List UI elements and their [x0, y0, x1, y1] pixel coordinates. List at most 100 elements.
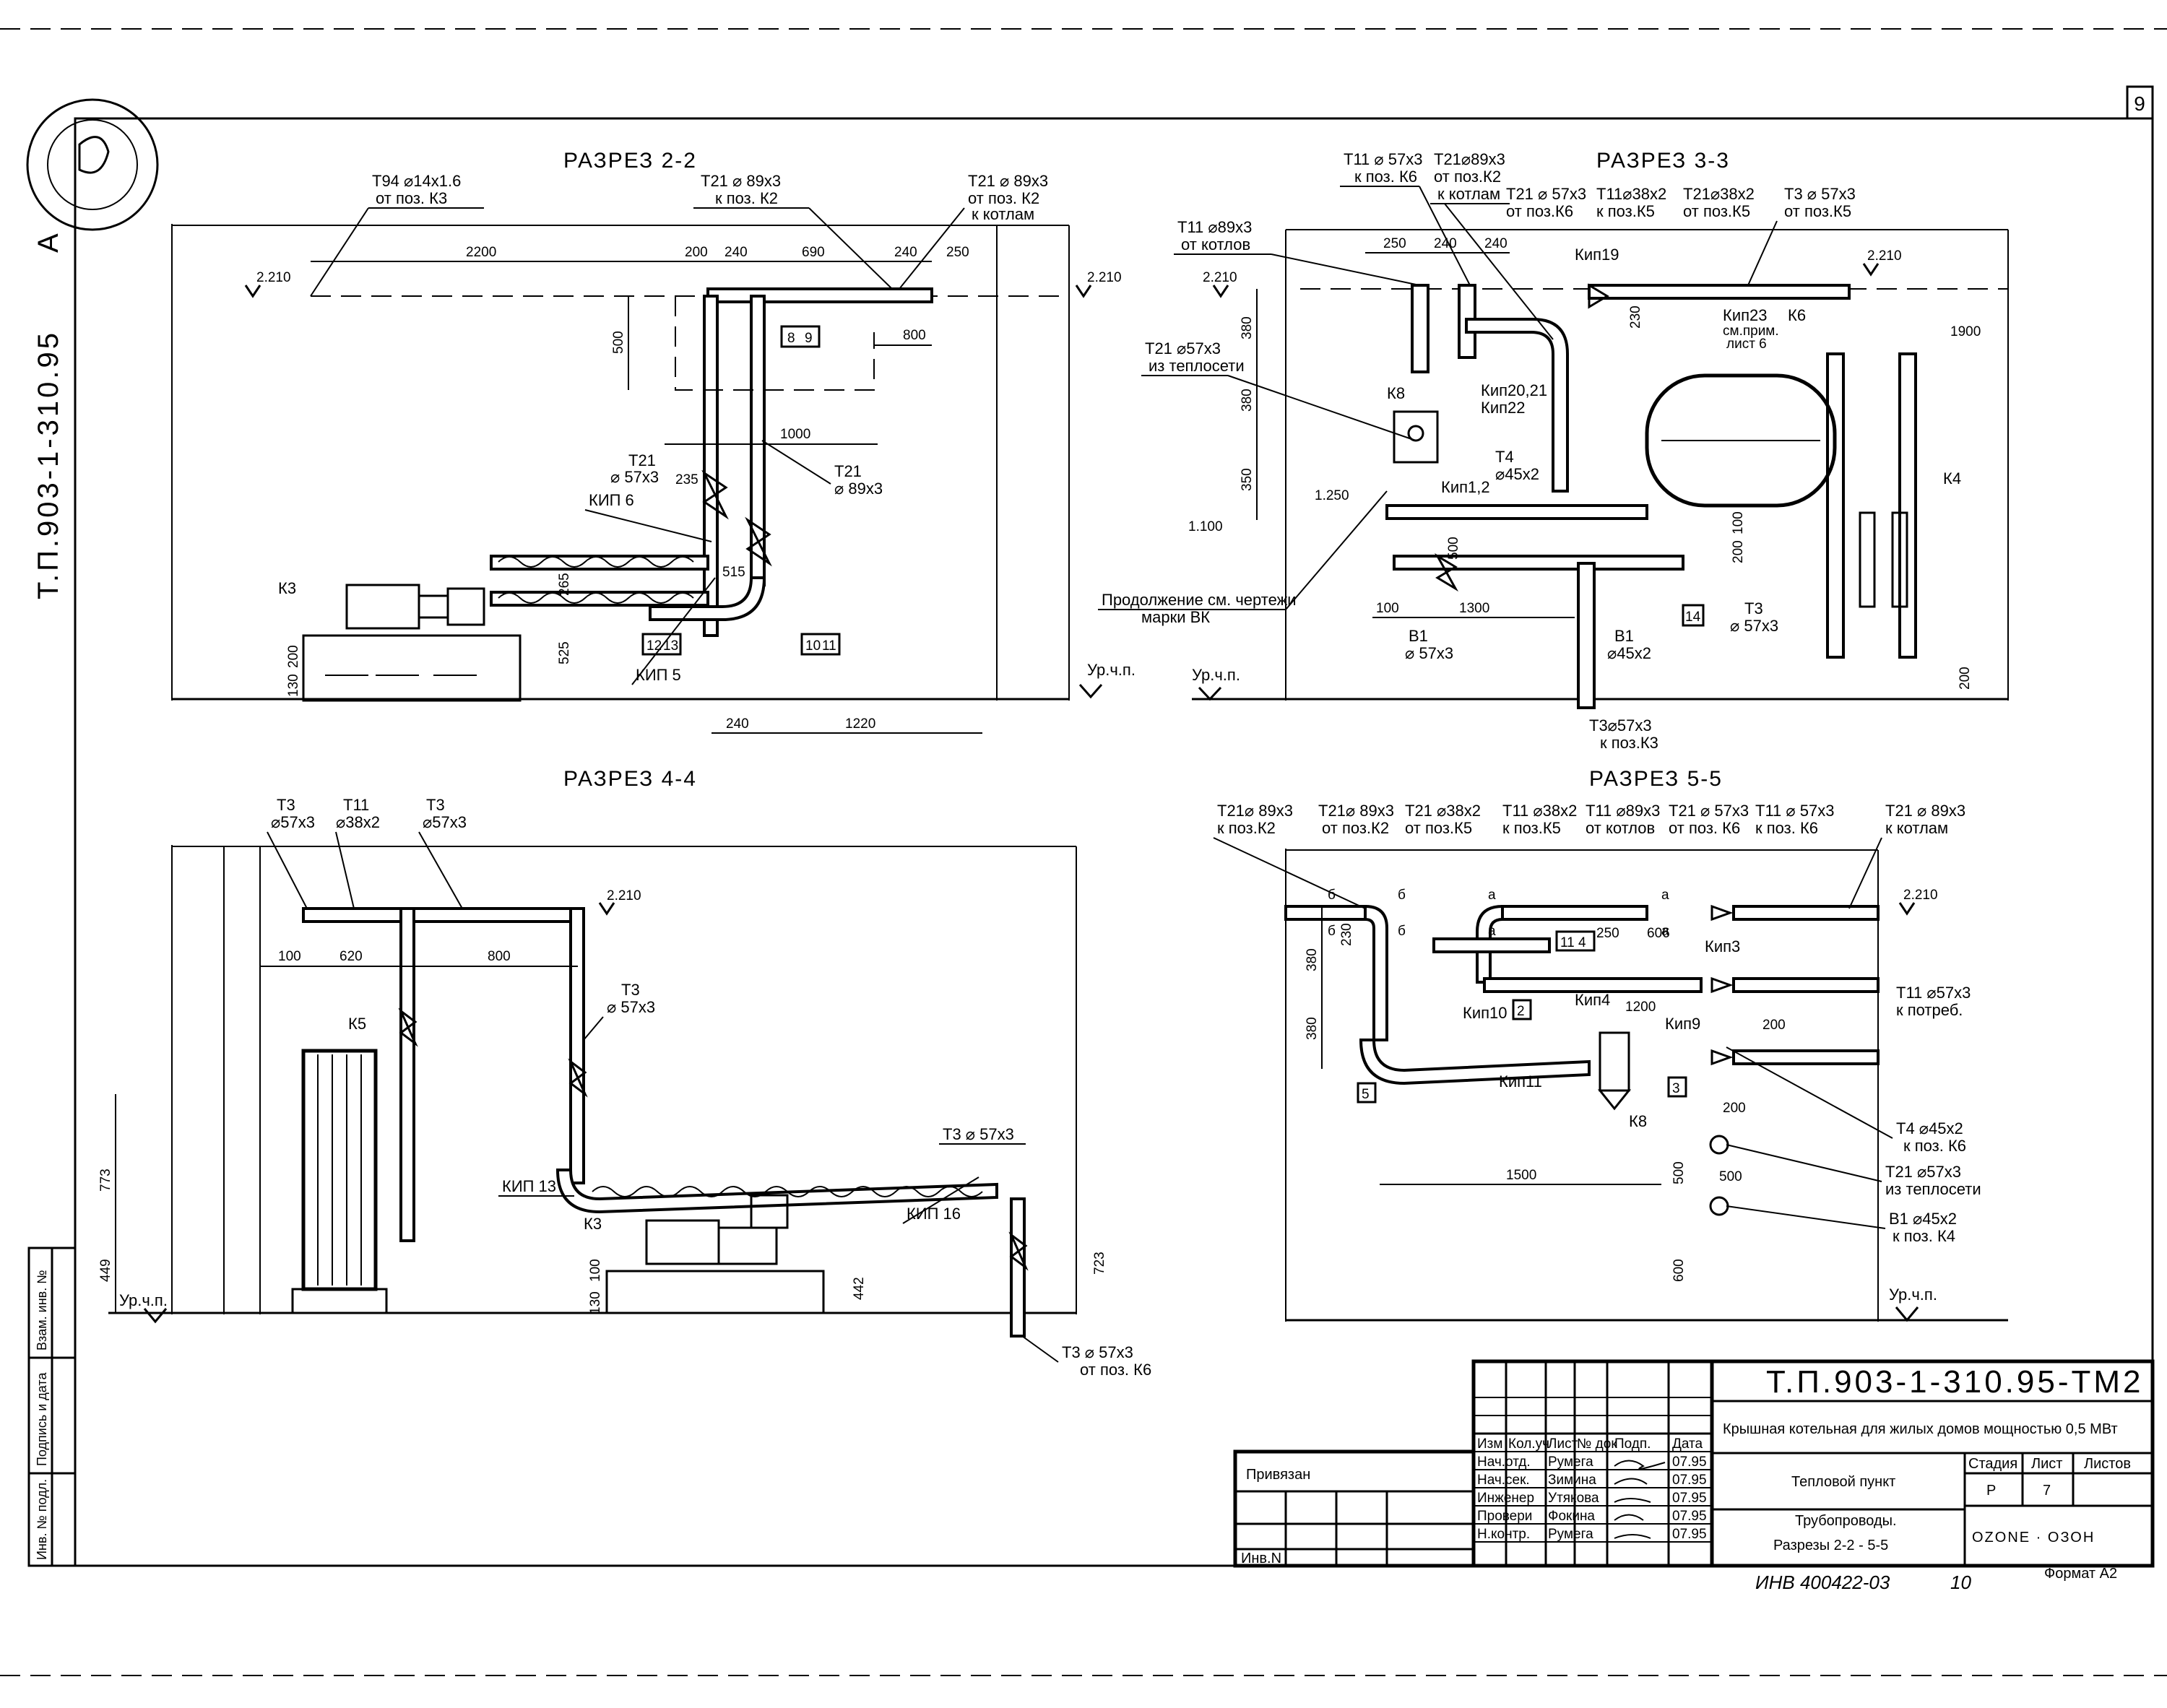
s55-dim-380a: 380	[1305, 948, 1320, 971]
tb-col-kolvo: Кол.уч	[1508, 1436, 1549, 1452]
s55-label-from-network: из теплосети	[1885, 1180, 1981, 1198]
s55-dim-230: 230	[1339, 923, 1354, 946]
s44-label-t3-d: Т3 ⌀ 57х3	[943, 1125, 1014, 1143]
s55-dim-1500: 1500	[1506, 1168, 1536, 1183]
s33-label-kip23: Кип23	[1723, 306, 1768, 324]
s55-pipe-section-a	[1709, 1135, 1729, 1155]
s22-floor-level: Ур.ч.п.	[1087, 661, 1136, 679]
s33-level-1100: 1.100	[1188, 519, 1223, 534]
s55-label-from-k5: от поз.К5	[1405, 819, 1472, 837]
s44-label-38x2: ⌀38х2	[336, 813, 380, 831]
s44-label-57x3-c: ⌀ 57х3	[607, 998, 655, 1016]
s55-tag-11: 11	[1560, 935, 1575, 950]
inventory-page: 10	[1950, 1572, 1971, 1593]
s44-label-t3-c: Т3	[621, 981, 640, 999]
s55-mark-b1: б	[1328, 888, 1336, 903]
s22-label-t94: Т94 ⌀14х1.6	[372, 172, 461, 190]
s33-tag-14-text: 14	[1685, 610, 1701, 625]
s22-dim-250: 250	[946, 245, 969, 260]
s33-label-sheet6: лист 6	[1726, 337, 1767, 352]
s44-label-t3-a: Т3	[277, 796, 295, 814]
s33-level-1250: 1.250	[1315, 488, 1349, 503]
s33-label-k8: К8	[1387, 384, 1405, 402]
s22-tag-9: 9	[805, 331, 813, 346]
tb-drawing-line1: Трубопроводы.	[1795, 1513, 1897, 1529]
tb-col-sign: Подп.	[1614, 1436, 1651, 1452]
section-2-2: РАЗРЕЗ 2-2 2.210 2.210 2200 200 240 690 …	[171, 149, 1136, 734]
s22-dim-240b: 240	[894, 245, 917, 260]
s33-dim-100: 100	[1376, 601, 1399, 616]
section-4-4: РАЗРЕЗ 4-4	[98, 767, 1151, 1379]
s55-label-to-k2: к поз.К2	[1217, 819, 1276, 837]
s33-label-to-k6: к поз. К6	[1354, 168, 1417, 186]
s33-label-v1-a: В1	[1409, 627, 1428, 645]
paper-format: Формат А2	[2044, 1566, 2117, 1582]
sheet-number-box	[2126, 85, 2154, 120]
s33-dim-250: 250	[1383, 236, 1406, 251]
tb-signatures	[1614, 1460, 1666, 1539]
s33-label-continuation: Продолжение см. чертежи	[1102, 591, 1297, 609]
s44-dim-723: 723	[1092, 1252, 1107, 1275]
s55-tag-2-box	[1512, 999, 1532, 1020]
tb-project-name: Крышная котельная для жилых домов мощнос…	[1723, 1421, 2118, 1437]
tb-stage-value: Р	[1986, 1483, 1996, 1499]
s22-dim-515: 515	[722, 565, 745, 580]
s55-label-t21-57-b: Т21 ⌀57х3	[1885, 1163, 1961, 1181]
s22-label-from-k2: от поз. К2	[968, 189, 1039, 207]
s55-unit-k8	[1597, 1031, 1632, 1111]
s33-dim-380b: 380	[1240, 389, 1255, 412]
s33-label-see-note: см.прим.	[1723, 324, 1779, 339]
s22-dim-690: 690	[802, 245, 825, 260]
s55-label-kip11: Кип11	[1499, 1072, 1542, 1091]
tb-row-role: Нач.отд.	[1477, 1455, 1531, 1470]
s44-floor-level: Ур.ч.п.	[119, 1291, 168, 1309]
s55-dim-380b: 380	[1305, 1017, 1320, 1040]
tb-bound-label: Привязан	[1246, 1467, 1310, 1483]
s55-floor-level: Ур.ч.п.	[1889, 1286, 1937, 1304]
s33-dim-240: 240	[1434, 236, 1457, 251]
tb-row-name: Румега	[1548, 1527, 1593, 1542]
s33-dim-500: 500	[1446, 537, 1461, 560]
s55-label-k8: К8	[1629, 1112, 1647, 1130]
s33-label-from-k2: от поз.К2	[1434, 168, 1501, 186]
s22-dim-1220: 1220	[845, 716, 875, 732]
s55-mark-a3: а	[1661, 888, 1669, 903]
s55-label-t21-57: Т21 ⌀ 57х3	[1669, 802, 1749, 820]
s55-dim-1200: 1200	[1625, 1000, 1656, 1015]
section-5-5: РАЗРЕЗ 5-5 Т21⌀ 89х3 к поз.К2 Т21⌀ 89х3	[1213, 767, 2008, 1322]
strip-sign-label: Подпись и дата	[35, 1372, 49, 1466]
s33-label-kip12: Кип1,2	[1441, 478, 1490, 496]
s55-label-from-boilers: от котлов	[1586, 819, 1655, 837]
s33-label-t21-57b: Т21 ⌀57х3	[1145, 339, 1221, 357]
tb-row-name: Фокина	[1548, 1509, 1595, 1524]
s33-tank-k6	[1645, 373, 1837, 508]
s33-label-from-boilers: от котлов	[1181, 235, 1250, 253]
s55-mark-b3: б	[1398, 888, 1406, 903]
s22-dim-240: 240	[725, 245, 748, 260]
s22-label-t21-c: Т21	[628, 451, 656, 469]
tb-row-role: Инженер	[1477, 1491, 1534, 1506]
s33-label-t4: Т4	[1495, 448, 1514, 466]
side-document-code: Т.П.903-1-310.95	[33, 330, 64, 599]
s33-label-t21-89: Т21⌀89х3	[1434, 150, 1505, 168]
tb-col-list: Лист	[1548, 1436, 1578, 1452]
s55-label-t21-89-b: Т21⌀ 89х3	[1318, 802, 1394, 820]
s55-label-kip9: Кип9	[1665, 1015, 1700, 1033]
s33-label-from-k5: от поз.К5	[1683, 202, 1750, 220]
s22-label-t21-d: Т21	[834, 462, 862, 480]
s22-tag-13: 13	[663, 638, 678, 654]
s33-dim-1300: 1300	[1459, 601, 1489, 616]
s22-dim-265: 265	[557, 573, 572, 596]
s33-label-from-k6: от поз.К6	[1506, 202, 1573, 220]
s22-label-from-k3: от поз. К3	[376, 189, 447, 207]
tb-row-name: Утякова	[1548, 1491, 1599, 1506]
s44-dim-100: 100	[278, 949, 301, 964]
s33-label-vk-drawings: марки ВК	[1141, 608, 1210, 626]
left-strip: Инв. № подл. Подпись и дата Взам. инв. №	[27, 1247, 77, 1567]
s33-tag-14	[1682, 604, 1705, 627]
tb-row-date: 07.95	[1672, 1491, 1707, 1506]
s55-mark-a2: а	[1488, 924, 1496, 939]
tb-row-role: Н.контр.	[1477, 1527, 1530, 1542]
tb-col-izm: Изм	[1477, 1436, 1502, 1452]
tb-inv-label: Инв.N	[1241, 1551, 1281, 1566]
